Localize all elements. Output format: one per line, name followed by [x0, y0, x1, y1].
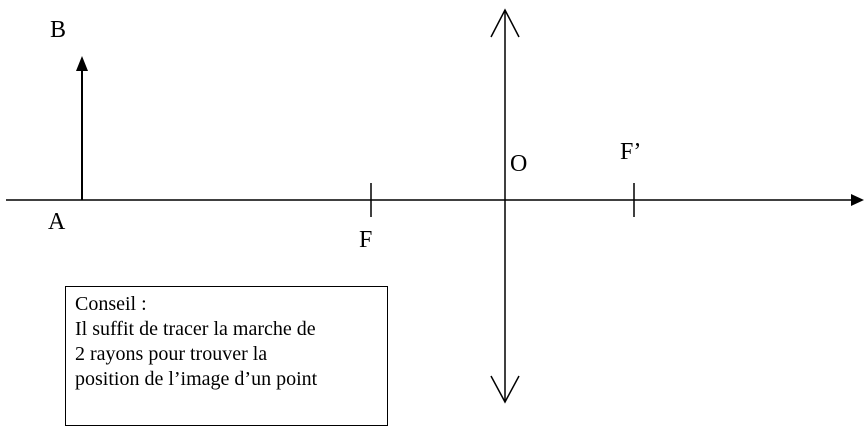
label-f-prime: F’ — [620, 139, 642, 165]
advice-line: 2 rayons pour trouver la — [75, 343, 268, 365]
advice-line: position de l’image d’un point — [75, 368, 318, 390]
lens-top-arrow-icon — [490, 8, 520, 38]
lens-diagram — [6, 8, 864, 404]
label-b: B — [50, 17, 67, 43]
object-arrow-head-icon — [76, 56, 88, 71]
label-o: O — [510, 151, 528, 177]
advice-box: Conseil : Il suffit de tracer la marche … — [65, 286, 388, 426]
optical-axis-arrow-icon — [851, 194, 864, 206]
label-f: F — [359, 227, 373, 253]
advice-line: Il suffit de tracer la marche de — [75, 318, 316, 340]
lens-bottom-arrow-icon — [490, 375, 520, 404]
label-a: A — [48, 209, 66, 235]
advice-title: Conseil : — [75, 293, 147, 315]
